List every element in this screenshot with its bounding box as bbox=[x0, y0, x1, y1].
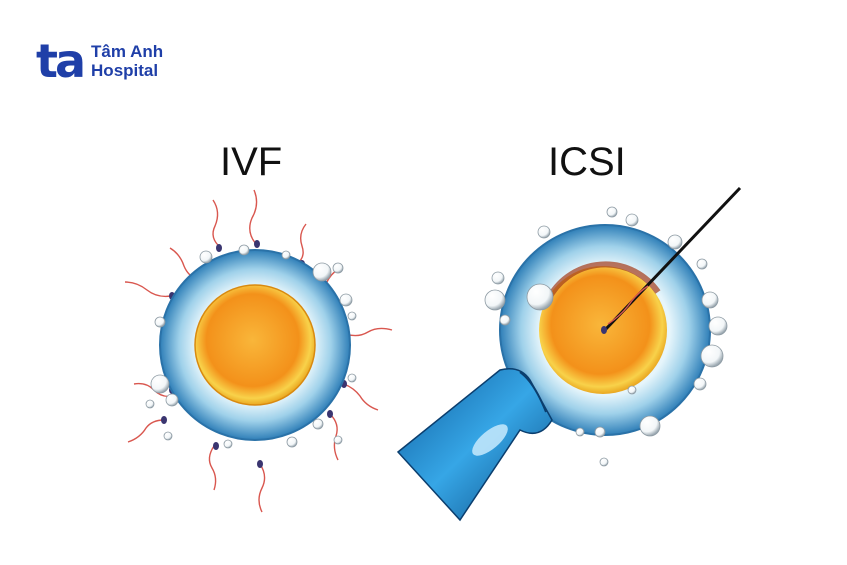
icsi-title: ICSI bbox=[548, 140, 626, 184]
ivf-oocyte bbox=[124, 189, 393, 513]
ivf-zona-outline bbox=[159, 249, 351, 441]
icsi-sperm-head bbox=[601, 326, 607, 334]
icsi-yolk-shade bbox=[545, 261, 661, 302]
icsi-holding-pipette bbox=[396, 368, 553, 522]
icsi-oocyte bbox=[396, 186, 742, 522]
icsi-injection-needle bbox=[601, 186, 742, 334]
ivf-bubbles bbox=[145, 244, 357, 449]
logo-mark: ta bbox=[36, 34, 86, 88]
ivf-yolk bbox=[195, 285, 315, 405]
logo-line-2: Hospital bbox=[91, 61, 159, 80]
hospital-logo: ta Tâm Anh Hospital bbox=[36, 38, 163, 84]
logo-line-1: Tâm Anh bbox=[91, 42, 164, 61]
ivf-title: IVF bbox=[220, 140, 283, 184]
icsi-sperm-tail bbox=[607, 285, 649, 325]
logo-text: Tâm Anh Hospital bbox=[91, 42, 163, 80]
ivf-yolk-outline bbox=[194, 284, 316, 406]
icsi-bubbles bbox=[484, 206, 728, 467]
